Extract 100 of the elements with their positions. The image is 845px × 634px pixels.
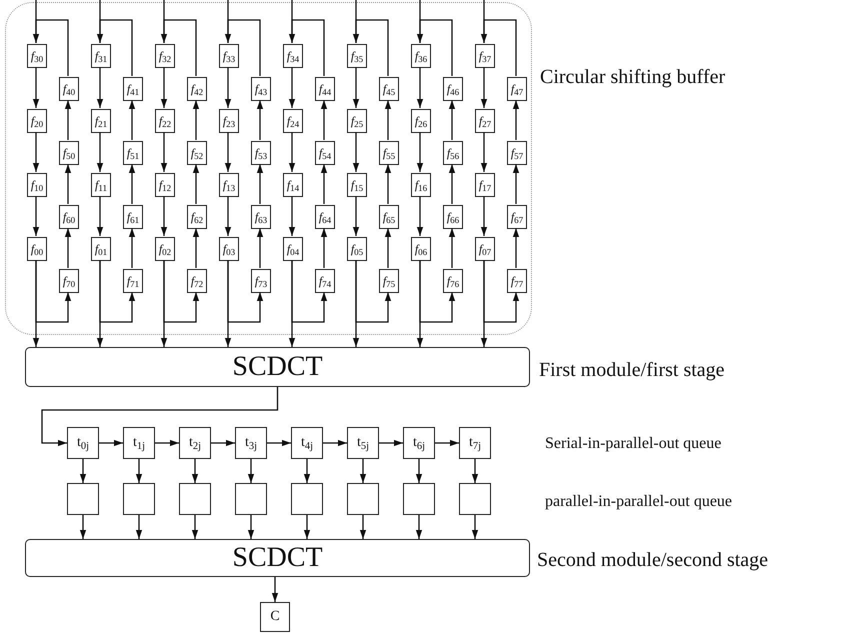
- arrow: [224, 196, 232, 236]
- arrow: [320, 228, 328, 268]
- output-box: [260, 602, 290, 632]
- register-box: [27, 173, 47, 197]
- arrow: [384, 228, 392, 268]
- arrow: [448, 100, 456, 140]
- cell-label: f$_{64}$: [318, 211, 332, 223]
- cell-label: f$_{04}$: [286, 243, 300, 255]
- cell-label: f$_{73}$: [254, 275, 268, 287]
- register-box: [219, 44, 239, 68]
- cell-label: f$_{74}$: [318, 275, 332, 287]
- cell-label: f$_{45}$: [382, 83, 396, 95]
- arrow: [323, 440, 347, 446]
- queue-cell: [403, 483, 435, 515]
- cell-label: f$_{46}$: [446, 83, 460, 95]
- register-box: [123, 77, 143, 101]
- cell-label: f$_{17}$: [478, 179, 492, 191]
- register-box: [27, 237, 47, 261]
- arrow: [480, 0, 488, 43]
- register-box: [59, 205, 79, 229]
- cell-label: f$_{51}$: [126, 147, 140, 159]
- arrow: [160, 0, 168, 43]
- cell-label: f$_{34}$: [286, 50, 300, 62]
- cell-label: f$_{37}$: [478, 50, 492, 62]
- register-box: [475, 173, 495, 197]
- block-caption: Second module/second stage: [537, 548, 768, 573]
- register-box: [443, 141, 463, 165]
- arrow: [288, 132, 296, 172]
- arrow: [163, 260, 200, 323]
- arrow: [192, 164, 200, 204]
- cell-label: f$_{63}$: [254, 211, 268, 223]
- register-box: [347, 109, 367, 133]
- cell-label: f$_{23}$: [222, 115, 236, 127]
- arrow: [288, 196, 296, 236]
- cell-label: t$_{0j}$: [76, 436, 90, 450]
- arrow: [128, 228, 136, 268]
- queue-cell: [123, 427, 155, 459]
- cell-label: f$_{12}$: [158, 179, 172, 191]
- cell-label: t$_{1j}$: [132, 436, 146, 450]
- register-box: [443, 205, 463, 229]
- register-box: [27, 109, 47, 133]
- arrow: [224, 132, 232, 172]
- arrow: [80, 515, 86, 539]
- register-box: [59, 141, 79, 165]
- queue-cell: [179, 483, 211, 515]
- cell-label: f$_{66}$: [446, 211, 460, 223]
- register-box: [347, 173, 367, 197]
- cell-label: f$_{70}$: [62, 275, 76, 287]
- register-box: [123, 141, 143, 165]
- cell-label: f$_{22}$: [158, 115, 172, 127]
- register-box: [379, 141, 399, 165]
- arrow: [435, 440, 459, 446]
- arrow: [352, 67, 360, 108]
- arrow: [480, 132, 488, 172]
- arrow: [360, 515, 366, 539]
- arrow: [512, 164, 520, 204]
- cell-label: f$_{15}$: [350, 179, 364, 191]
- cell-label: f$_{27}$: [478, 115, 492, 127]
- cell-label: f$_{05}$: [350, 243, 364, 255]
- arrow: [483, 260, 520, 323]
- queue-cell: [123, 483, 155, 515]
- arrow: [320, 164, 328, 204]
- arrow: [416, 515, 422, 539]
- processing-block: [25, 539, 530, 577]
- cell-label: f$_{06}$: [414, 243, 428, 255]
- arrow: [416, 0, 424, 43]
- queue-cell: [403, 427, 435, 459]
- register-box: [187, 77, 207, 101]
- arrow: [32, 0, 40, 43]
- register-box: [315, 205, 335, 229]
- arrow: [136, 515, 142, 539]
- cell-label: f$_{13}$: [222, 179, 236, 191]
- arrow: [128, 164, 136, 204]
- register-box: [507, 141, 527, 165]
- register-box: [91, 109, 111, 133]
- cell-label: f$_{02}$: [158, 243, 172, 255]
- cell-label: t$_{3j}$: [244, 436, 258, 450]
- arrow: [64, 100, 72, 140]
- arrow: [472, 459, 478, 483]
- cell-label: f$_{01}$: [94, 243, 108, 255]
- arrow: [35, 260, 72, 323]
- register-box: [219, 109, 239, 133]
- register-box: [347, 237, 367, 261]
- arrow: [128, 100, 136, 140]
- arrow: [32, 132, 40, 172]
- cell-label: f$_{72}$: [190, 275, 204, 287]
- arrow: [96, 0, 104, 43]
- cell-label: f$_{35}$: [350, 50, 364, 62]
- arrow: [64, 164, 72, 204]
- arrow: [304, 459, 310, 483]
- arrow: [41, 387, 278, 446]
- arrow: [160, 196, 168, 236]
- queue-cell: [347, 483, 379, 515]
- cell-label: f$_{10}$: [30, 179, 44, 191]
- queue-cell: [179, 427, 211, 459]
- cell-label: f$_{60}$: [62, 211, 76, 223]
- cell-label: f$_{33}$: [222, 50, 236, 62]
- register-box: [155, 237, 175, 261]
- arrow: [512, 228, 520, 268]
- cell-label: f$_{76}$: [446, 275, 460, 287]
